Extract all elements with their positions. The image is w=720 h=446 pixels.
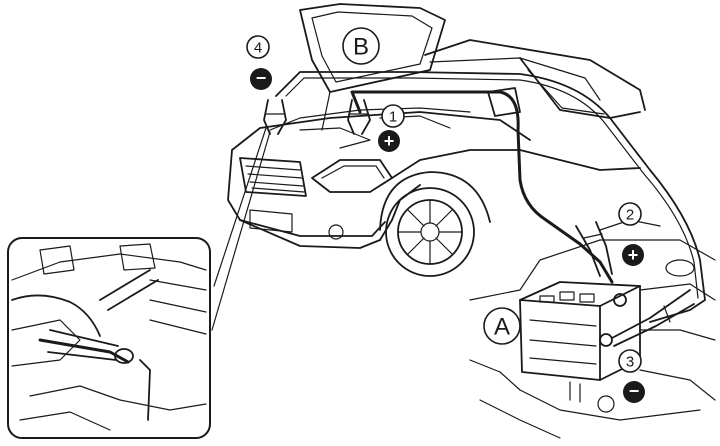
clamp-3-negative-a — [611, 289, 695, 347]
label-vehicle-a: A — [483, 307, 521, 345]
vehicle-a-engine-bay — [469, 219, 716, 439]
svg-text:−: − — [256, 68, 267, 88]
label-step-2: 2 — [618, 202, 642, 226]
svg-text:2: 2 — [626, 207, 634, 224]
svg-text:+: + — [384, 131, 395, 151]
svg-text:+: + — [628, 245, 639, 265]
clamp-2-positive-a — [575, 221, 613, 277]
minus-circle-icon: − — [623, 381, 645, 403]
clamp-4-negative-b — [263, 99, 287, 135]
svg-text:4: 4 — [254, 40, 262, 57]
label-step-1: 1 — [381, 104, 405, 128]
minus-circle-icon: − — [250, 68, 272, 90]
jumper-cables — [211, 71, 706, 331]
svg-text:B: B — [353, 34, 369, 61]
svg-text:3: 3 — [626, 354, 634, 371]
inset-detail-panel — [7, 237, 211, 439]
vehicle-b-car — [227, 3, 646, 277]
svg-text:1: 1 — [389, 109, 397, 126]
plus-circle-icon: + — [622, 244, 644, 266]
plus-circle-icon: + — [378, 130, 400, 152]
label-step-3: 3 — [618, 349, 642, 373]
clamp-1-positive-b — [347, 99, 371, 135]
svg-text:−: − — [629, 381, 640, 401]
label-vehicle-b: B — [342, 27, 380, 65]
label-step-4: 4 — [246, 35, 270, 59]
svg-text:A: A — [494, 314, 510, 341]
